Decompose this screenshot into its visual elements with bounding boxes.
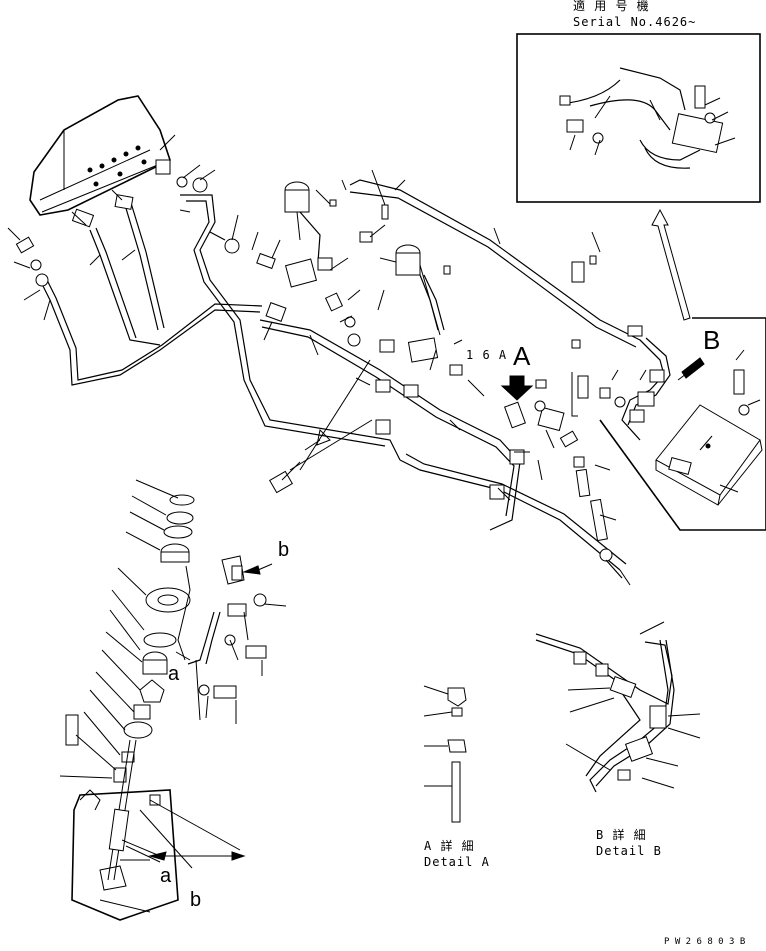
transmission-housing (29, 95, 171, 216)
detail-b-drawing (535, 621, 701, 793)
shift-lever-assembly (59, 479, 246, 921)
leader-lines (263, 257, 530, 501)
view-arrow-a (500, 375, 534, 401)
callout-ref-a-mid: a (168, 663, 180, 685)
fittings-left (7, 134, 287, 322)
drawing-number: P W 2 6 8 0 3 B (664, 937, 746, 947)
callout-ref-b-lower: b (190, 889, 202, 911)
detail-b-title-jp: B 詳 細 (596, 828, 647, 842)
hydraulic-tubes-left (39, 179, 661, 571)
detail-a-title-en: Detail A (424, 855, 490, 869)
detail-b-region (571, 317, 766, 531)
inset-title-jp: 適 用 号 機 (573, 0, 650, 13)
bracket-fittings (175, 555, 287, 724)
detail-a-drawing (423, 685, 467, 823)
callout-view-b: B (703, 325, 721, 355)
inset-pointer-arrow (651, 208, 691, 321)
solenoid-valves (284, 181, 623, 579)
callout-16a: 1 6 A (466, 348, 508, 362)
detail-b-title-en: Detail B (596, 844, 662, 858)
inset-title-en: Serial No.4626~ (573, 15, 697, 29)
callout-ref-b-upper: b (278, 539, 290, 561)
serial-inset (516, 33, 761, 203)
detail-a-title-jp: A 詳 細 (424, 839, 475, 853)
fittings-center (269, 169, 643, 586)
callout-ref-a-lower: a (160, 865, 172, 887)
callout-view-a: A (513, 341, 531, 371)
